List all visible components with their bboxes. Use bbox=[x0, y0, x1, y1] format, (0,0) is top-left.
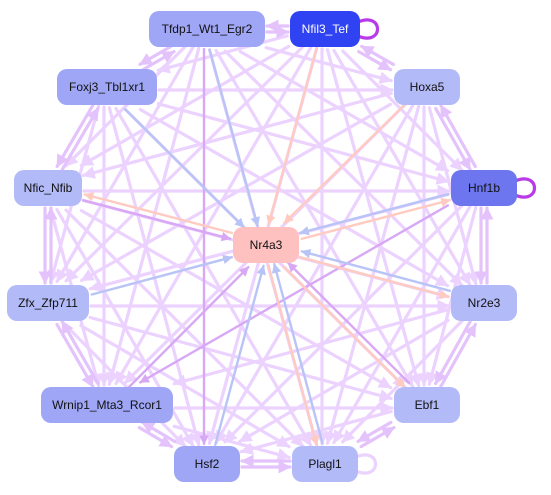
edge-hoxa5-to-nr4a3 bbox=[283, 103, 406, 225]
node-nr2e3[interactable]: Nr2e3 bbox=[451, 285, 517, 321]
node-nr4a3[interactable]: Nr4a3 bbox=[233, 227, 299, 263]
edge-hoxa5-to-hsf2 bbox=[214, 103, 415, 445]
edge-plagl1-to-ebf1 bbox=[359, 426, 396, 449]
edge-hoxa5-to-nfil3 bbox=[360, 44, 396, 67]
self-loop-hnf1b bbox=[514, 177, 537, 199]
edge-nr4a3-to-nr2e3 bbox=[299, 256, 450, 300]
node-label-nr2e3: Nr2e3 bbox=[468, 296, 501, 310]
node-box-nfic[interactable] bbox=[14, 170, 82, 206]
node-box-nfil3[interactable] bbox=[290, 11, 360, 47]
edge-nr4a3-to-nfic bbox=[83, 192, 234, 235]
edge-nfil3-to-wrnip1 bbox=[114, 45, 313, 386]
self-loop-nfil3 bbox=[357, 18, 380, 40]
edge-plagl1-to-nr4a3 bbox=[271, 263, 324, 445]
self-loop-layer bbox=[355, 18, 537, 475]
edge-nr2e3-to-nr4a3 bbox=[300, 248, 451, 292]
node-label-zfx: Zfx_Zfp711 bbox=[18, 296, 78, 310]
edge-nfic-to-nr4a3 bbox=[81, 199, 232, 242]
edge-hnf1b-to-wrnip1 bbox=[138, 204, 449, 384]
node-label-foxj3: Foxj3_Tbl1xr1 bbox=[69, 80, 145, 94]
node-box-wrnip1[interactable] bbox=[41, 387, 173, 423]
edge-tfdp1-to-nr4a3 bbox=[208, 48, 260, 228]
node-zfx[interactable]: Zfx_Zfp711 bbox=[7, 285, 89, 321]
node-hoxa5[interactable]: Hoxa5 bbox=[394, 69, 460, 105]
node-label-hoxa5: Hoxa5 bbox=[410, 80, 445, 94]
edge-foxj3-to-nr4a3 bbox=[123, 107, 246, 229]
edge-hsf2-to-nr4a3 bbox=[214, 264, 266, 446]
edge-nfil3-to-foxj3 bbox=[156, 34, 289, 74]
node-label-tfdp1: Tfdp1_Wt1_Egr2 bbox=[162, 22, 253, 36]
node-tfdp1[interactable]: Tfdp1_Wt1_Egr2 bbox=[149, 11, 265, 47]
edge-zfx-to-hsf2 bbox=[63, 323, 187, 448]
self-loop-plagl1 bbox=[355, 453, 378, 475]
node-box-hoxa5[interactable] bbox=[394, 69, 460, 105]
node-label-nr4a3: Nr4a3 bbox=[250, 238, 283, 252]
node-box-nr2e3[interactable] bbox=[451, 285, 517, 321]
edge-hnf1b-to-hoxa5 bbox=[439, 103, 477, 169]
edge-foxj3-to-tfdp1 bbox=[141, 49, 176, 72]
node-label-nfil3: Nfil3_Tef bbox=[302, 22, 349, 36]
node-label-ebf1: Ebf1 bbox=[415, 398, 440, 412]
node-label-wrnip1: Wrnip1_Mta3_Rcor1 bbox=[52, 398, 162, 412]
node-hnf1b[interactable]: Hnf1b bbox=[451, 170, 517, 206]
node-plagl1[interactable]: Plagl1 bbox=[292, 446, 358, 482]
edge-nfil3-to-nr4a3 bbox=[266, 47, 318, 226]
edge-nr2e3-to-wrnip1 bbox=[172, 308, 450, 387]
edge-nr4a3-to-plagl1 bbox=[267, 264, 320, 446]
node-box-nr4a3[interactable] bbox=[233, 227, 299, 263]
edge-tfdp1-to-hoxa5 bbox=[264, 46, 393, 84]
node-nfic[interactable]: Nfic_Nfib bbox=[14, 170, 82, 206]
edge-tfdp1-to-foxj3 bbox=[138, 44, 173, 67]
edge-foxj3-to-nr2e3 bbox=[138, 107, 450, 288]
node-label-hsf2: Hsf2 bbox=[195, 457, 220, 471]
edge-hoxa5-to-nfic bbox=[81, 91, 393, 179]
edge-wrnip1-to-plagl1 bbox=[172, 424, 291, 461]
edge-zfx-to-ebf1 bbox=[88, 315, 393, 402]
edge-nfic-to-ebf1 bbox=[79, 209, 393, 390]
edge-ebf1-to-nr4a3 bbox=[287, 261, 411, 385]
node-box-zfx[interactable] bbox=[7, 285, 89, 321]
node-box-foxj3[interactable] bbox=[57, 69, 157, 105]
node-wrnip1[interactable]: Wrnip1_Mta3_Rcor1 bbox=[41, 387, 173, 423]
edge-hsf2-to-wrnip1 bbox=[140, 420, 177, 443]
edge-ebf1-to-plagl1 bbox=[356, 420, 393, 443]
node-nfil3[interactable]: Nfil3_Tef bbox=[290, 11, 360, 47]
edge-nr2e3-to-hsf2 bbox=[238, 318, 450, 443]
node-box-ebf1[interactable] bbox=[394, 387, 460, 423]
edge-nr4a3-to-hnf1b bbox=[300, 197, 451, 241]
node-box-plagl1[interactable] bbox=[292, 446, 358, 482]
edge-wrnip1-to-nr4a3 bbox=[127, 265, 250, 389]
node-box-tfdp1[interactable] bbox=[149, 11, 265, 47]
node-label-nfic: Nfic_Nfib bbox=[24, 181, 73, 195]
node-hsf2[interactable]: Hsf2 bbox=[174, 446, 240, 482]
edge-hnf1b-to-hsf2 bbox=[223, 204, 464, 444]
edge-zfx-to-nr4a3 bbox=[90, 254, 234, 296]
edge-wrnip1-to-zfx bbox=[60, 319, 100, 386]
edge-hnf1b-to-nr4a3 bbox=[299, 192, 450, 236]
edge-tfdp1-to-ebf1 bbox=[214, 48, 415, 389]
edge-nfic-to-foxj3 bbox=[60, 106, 100, 172]
edge-ebf1-to-hsf2 bbox=[239, 409, 393, 455]
edge-nfil3-to-nfic bbox=[79, 44, 291, 167]
edge-nr4a3-to-ebf1 bbox=[282, 265, 406, 389]
node-ebf1[interactable]: Ebf1 bbox=[394, 387, 460, 423]
edge-ebf1-to-nr2e3 bbox=[439, 322, 477, 389]
edge-foxj3-to-hnf1b bbox=[156, 102, 450, 185]
node-box-hnf1b[interactable] bbox=[451, 170, 517, 206]
edge-hnf1b-to-plagl1 bbox=[332, 204, 472, 445]
edge-zfx-to-wrnip1 bbox=[55, 322, 95, 389]
node-foxj3[interactable]: Foxj3_Tbl1xr1 bbox=[57, 69, 157, 105]
node-label-hnf1b: Hnf1b bbox=[468, 181, 500, 195]
node-box-hsf2[interactable] bbox=[174, 446, 240, 482]
node-label-plagl1: Plagl1 bbox=[308, 457, 342, 471]
